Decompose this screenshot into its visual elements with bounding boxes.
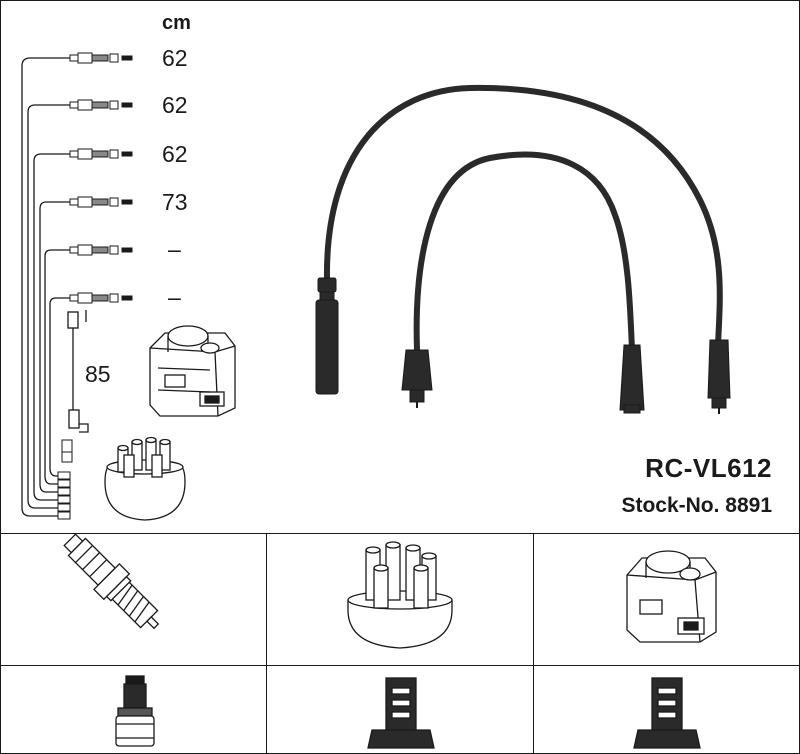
ignition-coil-icon	[626, 550, 717, 643]
divider-top	[0, 533, 800, 534]
divider-col-1	[266, 533, 267, 754]
unit-label: cm	[162, 12, 191, 34]
cable-set-schematic	[21, 57, 70, 517]
cable-length-2: 62	[162, 92, 188, 118]
distributor-cap-icon	[347, 541, 453, 649]
spark-plug-icon	[63, 533, 160, 630]
coil-lead	[67, 310, 89, 433]
divider-col-2	[533, 533, 534, 754]
cable-length-3: 62	[162, 141, 188, 167]
cable-end-connectors	[57, 52, 133, 520]
cable-length-4: 73	[162, 189, 188, 215]
ignition-cables	[323, 84, 723, 353]
coil-terminal-icon	[633, 677, 701, 749]
spark-plug-terminal-icon	[115, 675, 155, 747]
cable-length-5: –	[168, 236, 181, 262]
stock-number: Stock-No. 8891	[621, 494, 772, 517]
distributor-terminal-icon	[367, 677, 435, 749]
cable-boots	[315, 277, 731, 414]
cable-length-1: 62	[162, 45, 188, 71]
distributor-cap-small	[104, 436, 186, 521]
divider-middle	[0, 665, 800, 666]
product-model: RC-VL612	[645, 453, 772, 483]
cable-length-6: –	[168, 284, 181, 310]
coil-lead-length: 85	[85, 361, 111, 387]
ignition-coil-small	[149, 325, 236, 417]
